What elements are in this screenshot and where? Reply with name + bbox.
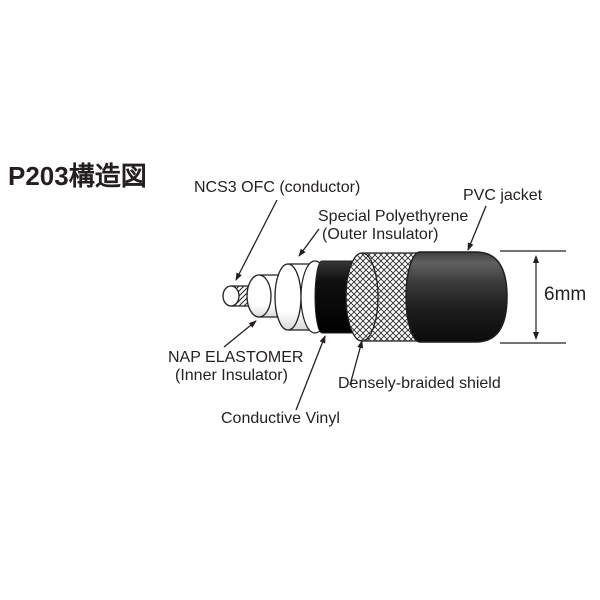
dimension-value: 6mm: [544, 284, 587, 305]
label-inner-insulator-line2: (Inner Insulator): [175, 367, 288, 384]
label-braided-shield: Densely-braided shield: [338, 375, 501, 392]
pvc-jacket-layer: [405, 251, 508, 343]
dimension-markers: [500, 250, 566, 344]
leader-inner-insulator: [223, 320, 257, 348]
leader-braided-shield: [349, 340, 364, 386]
label-outer-insulator-line2: (Outer Insulator): [322, 226, 439, 243]
label-outer-insulator-line1: Special Polyethyrene: [318, 208, 469, 225]
label-pvc-jacket: PVC jacket: [463, 187, 543, 204]
leader-pvc-jacket: [467, 205, 487, 251]
label-inner-insulator-line1: NAP ELASTOMER: [168, 349, 304, 366]
leader-conductive-vinyl: [295, 335, 326, 411]
leader-outer-insulator: [298, 228, 320, 257]
label-conductive-vinyl: Conductive Vinyl: [221, 410, 340, 427]
conductor-tip: [222, 285, 240, 307]
leader-conductor: [235, 199, 278, 281]
diagram-title: P203構造図: [8, 161, 147, 191]
leader-arrows: [223, 199, 487, 411]
label-conductor: NCS3 OFC (conductor): [194, 179, 361, 196]
